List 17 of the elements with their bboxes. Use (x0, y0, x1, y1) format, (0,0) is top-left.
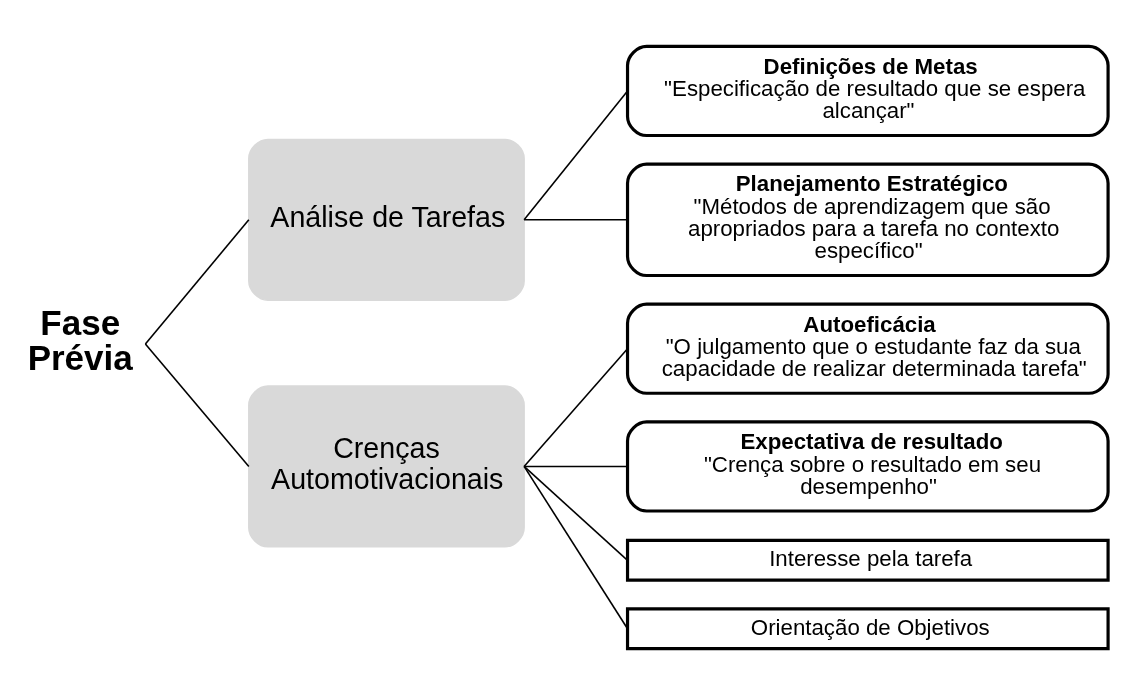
connector (523, 465, 629, 562)
connector (144, 343, 250, 468)
connector (523, 347, 629, 468)
node-box: Orientação de Objetivos (625, 607, 1110, 651)
node-box: Análise de Tarefas (248, 138, 525, 301)
connector (523, 219, 629, 221)
connector (523, 90, 629, 221)
node-box: Autoeficácia "O julgamento que o estudante faz da sua capacidade de realizar determinada tarefa" (625, 302, 1110, 395)
node-box: Expectativa de resultado "Crença sobre o resultado em seu desempenho" (625, 420, 1110, 513)
node-box: Crenças Automotivacionais (248, 385, 525, 548)
node-box: Planejamento Estratégico "Métodos de aprendizagem que são apropriados para a tarefa no contexto específico" (625, 162, 1110, 278)
connector (523, 465, 629, 468)
node-box: Definições de Metas "Especificação de resultado que se espera alcançar" (625, 44, 1110, 138)
node-text: Fase Prévia (27, 303, 133, 378)
connector (144, 219, 250, 345)
node-box: Interesse pela tarefa (625, 538, 1110, 582)
connector (523, 465, 629, 630)
